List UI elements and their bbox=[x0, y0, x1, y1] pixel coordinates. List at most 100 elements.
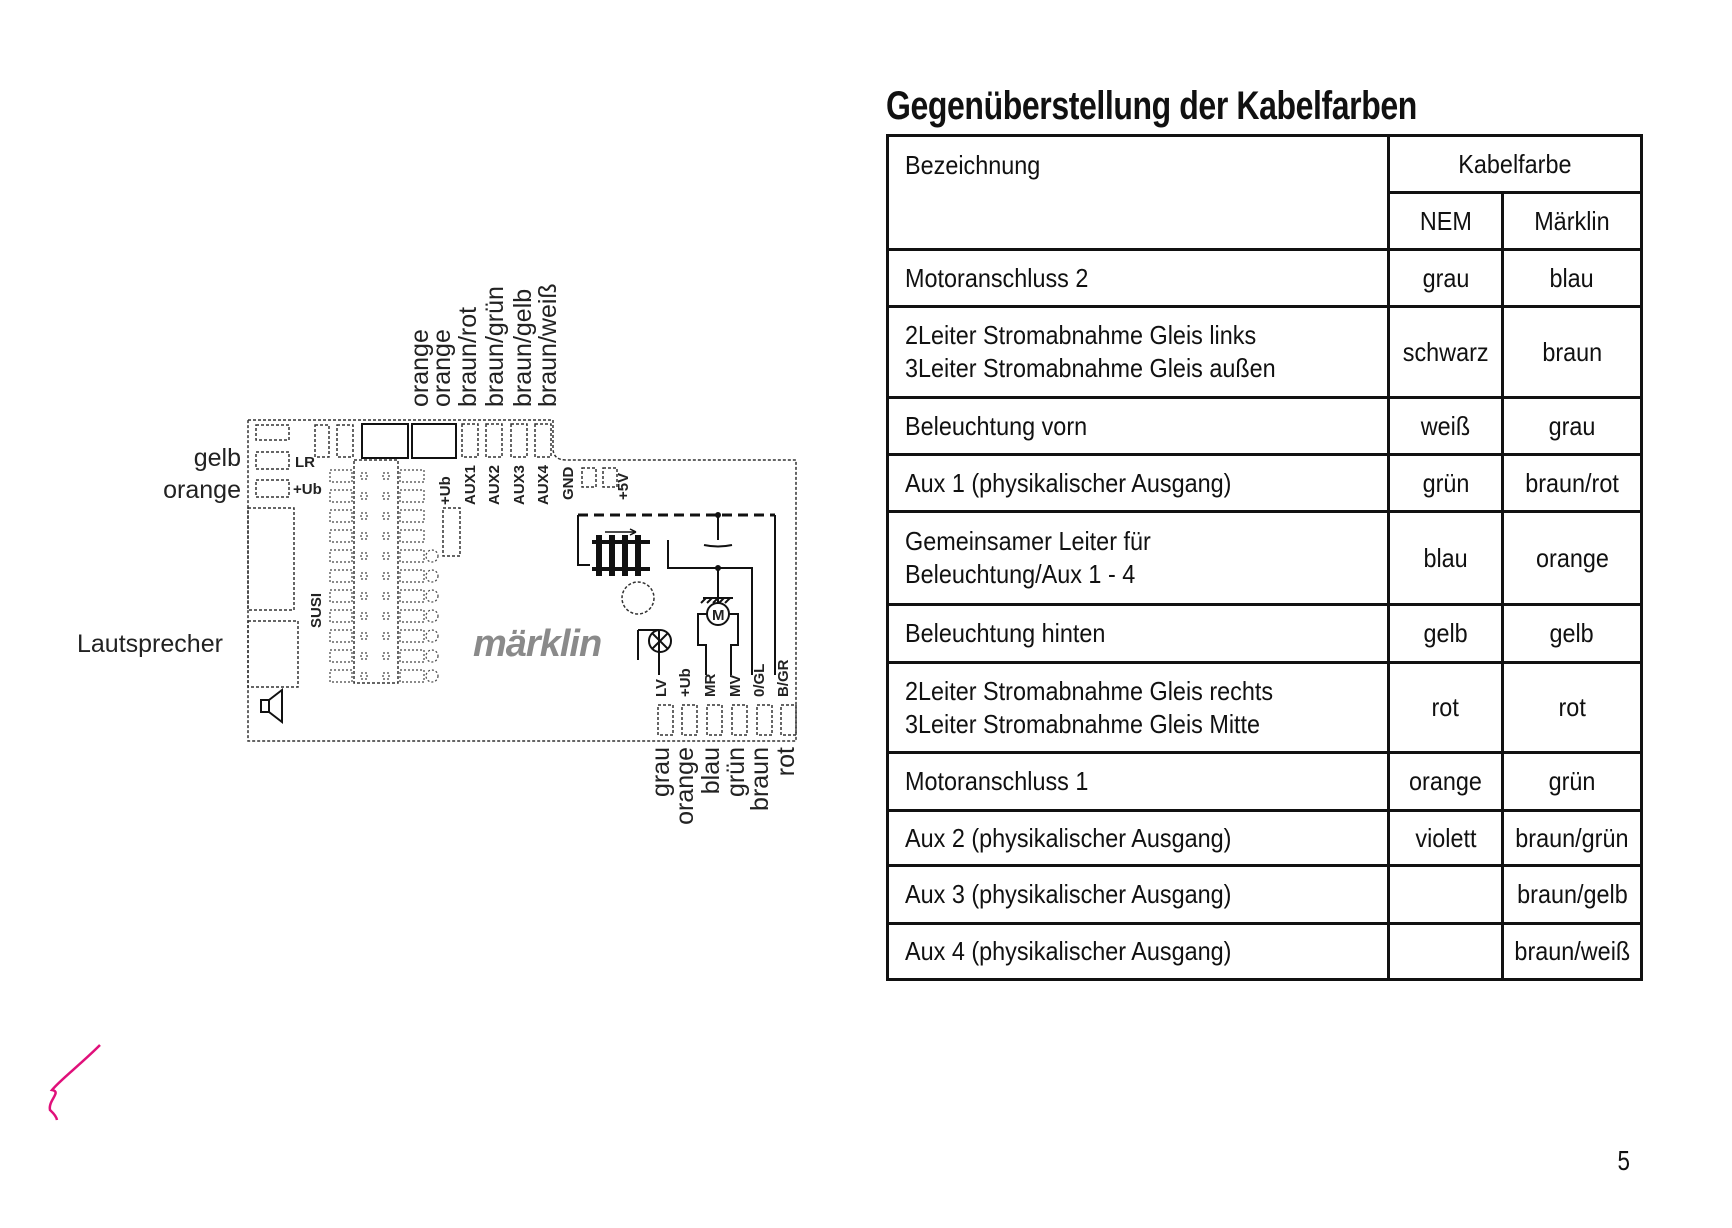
pad-5v bbox=[602, 467, 618, 488]
cable-color-table: Bezeichnung Kabelfarbe NEM Märklin Motor… bbox=[885, 134, 1643, 981]
v5-label: +5V bbox=[615, 473, 632, 500]
nem-color: rot bbox=[1431, 692, 1460, 722]
cell-bezeichnung: Motoranschluss 1 bbox=[885, 751, 1391, 812]
top-wire-label: braun/weiß bbox=[534, 283, 562, 407]
table-row: Aux 2 (physikalischer Ausgang) violett bra… bbox=[885, 809, 1643, 867]
aux-label: AUX2 bbox=[486, 465, 503, 505]
cell-nem: schwarz bbox=[1387, 305, 1505, 399]
cell-maerklin: braun bbox=[1501, 305, 1643, 399]
bottom-wire-label: rot bbox=[772, 747, 800, 776]
pad-aux2 bbox=[485, 423, 503, 458]
connector-strip bbox=[353, 459, 399, 684]
cell-maerklin: gelb bbox=[1501, 603, 1643, 664]
table-header-row: Bezeichnung Kabelfarbe bbox=[885, 134, 1643, 251]
cell-nem: rot bbox=[1387, 661, 1505, 754]
maerklin-color: braun/grün bbox=[1515, 822, 1629, 853]
header-maerklin-text: Märklin bbox=[1534, 205, 1610, 236]
maerklin-color: grau bbox=[1548, 410, 1596, 441]
pin-label: 0/GL bbox=[751, 664, 768, 697]
header-kabelfarbe: Kabelfarbe bbox=[1387, 134, 1643, 194]
maerklin-logo: märklin bbox=[473, 623, 601, 665]
header-kabelfarbe-text: Kabelfarbe bbox=[1458, 148, 1572, 179]
pin-label: MV bbox=[727, 675, 744, 698]
header-bezeichnung-text: Bezeichnung bbox=[905, 150, 1041, 180]
cell-maerklin: grau bbox=[1501, 396, 1643, 456]
cell-nem: violett bbox=[1387, 809, 1505, 867]
cell-maerklin: orange bbox=[1501, 510, 1643, 606]
label-orange: orange bbox=[163, 476, 241, 504]
cell-maerklin: grün bbox=[1501, 751, 1643, 812]
header-nem: NEM bbox=[1387, 191, 1505, 251]
header-nem-text: NEM bbox=[1419, 205, 1472, 236]
pad bbox=[442, 507, 461, 557]
bezeichnung-line: Motoranschluss 1 bbox=[905, 766, 1089, 796]
bezeichnung-line: Aux 2 (physikalischer Ausgang) bbox=[905, 822, 1232, 853]
susi-label: SUSI bbox=[308, 593, 325, 628]
page-number: 5 bbox=[1617, 1145, 1631, 1176]
nem-color: grau bbox=[1422, 262, 1470, 293]
bezeichnung-line: Aux 1 (physikalischer Ausgang) bbox=[905, 467, 1232, 498]
cell-maerklin: rot bbox=[1501, 661, 1643, 754]
pad bbox=[255, 424, 290, 441]
cell-maerklin: braun/rot bbox=[1501, 453, 1643, 513]
solder-block bbox=[411, 423, 457, 459]
top-wire-label: braun/rot bbox=[454, 307, 482, 407]
bottom-pads bbox=[657, 704, 797, 736]
table-subheader-row: NEM Märklin bbox=[888, 191, 1643, 251]
nem-color: gelb bbox=[1423, 618, 1468, 648]
cell-maerklin: blau bbox=[1501, 248, 1643, 308]
maerklin-color: braun/rot bbox=[1525, 467, 1619, 498]
pin-label: LV bbox=[653, 679, 670, 697]
maerklin-color: rot bbox=[1558, 692, 1586, 722]
pad-ub bbox=[255, 479, 290, 498]
pin-label: B/GR bbox=[775, 659, 792, 697]
top-wire-label: braun/gelb bbox=[509, 289, 537, 407]
maerklin-color: orange bbox=[1535, 542, 1609, 573]
nem-color: violett bbox=[1415, 822, 1477, 853]
pin-label: +Ub bbox=[677, 668, 694, 697]
pad bbox=[336, 424, 354, 458]
cell-maerklin: braun/grün bbox=[1501, 809, 1643, 867]
mounting-hole bbox=[621, 581, 655, 615]
bezeichnung-line: 3Leiter Stromabnahme Gleis Mitte bbox=[905, 708, 1261, 739]
pad-aux4 bbox=[534, 423, 552, 458]
header-maerklin: Märklin bbox=[1501, 191, 1643, 251]
top-wire-label: braun/grün bbox=[481, 286, 509, 407]
motor-label: M bbox=[712, 607, 725, 624]
speaker-icon bbox=[260, 687, 283, 725]
ub-top-label: +Ub bbox=[437, 476, 454, 505]
bezeichnung-line: 2Leiter Stromabnahme Gleis links bbox=[905, 320, 1257, 350]
cell-bezeichnung: Beleuchtung hinten bbox=[885, 603, 1391, 664]
bezeichnung-line: Beleuchtung hinten bbox=[905, 618, 1106, 648]
cell-bezeichnung: Motoranschluss 2 bbox=[885, 248, 1391, 308]
circuit-schematic bbox=[577, 513, 776, 675]
table-row: Beleuchtung hinten gelb gelb bbox=[885, 603, 1643, 664]
pad bbox=[314, 424, 330, 458]
maerklin-color: braun bbox=[1542, 336, 1602, 367]
cell-nem: orange bbox=[1387, 751, 1505, 812]
aux-label: AUX4 bbox=[535, 464, 552, 505]
gnd-label: GND bbox=[560, 467, 577, 501]
table-row: Aux 3 (physikalischer Ausgang)braun/gelb bbox=[885, 864, 1643, 925]
cell-maerklin: braun/weiß bbox=[1501, 922, 1643, 981]
bezeichnung-line: Motoranschluss 2 bbox=[905, 262, 1089, 293]
cell-bezeichnung: Aux 2 (physikalischer Ausgang) bbox=[885, 809, 1391, 867]
cell-nem: grau bbox=[1387, 248, 1505, 308]
bezeichnung-line: Aux 4 (physikalischer Ausgang) bbox=[905, 936, 1232, 966]
bottom-wire-label: braun bbox=[746, 747, 774, 811]
bezeichnung-line: Beleuchtung/Aux 1 - 4 bbox=[905, 559, 1136, 589]
page-title: Gegenüberstellung der Kabelfarben bbox=[886, 84, 1417, 128]
table-row: Motoranschluss 2 grau blau bbox=[885, 248, 1643, 308]
bezeichnung-line: Beleuchtung vorn bbox=[905, 410, 1088, 441]
table-row: Aux 4 (physikalischer Ausgang) braun/weiß bbox=[885, 922, 1643, 981]
bezeichnung-line: 3Leiter Stromabnahme Gleis außen bbox=[905, 353, 1276, 383]
maerklin-color: gelb bbox=[1549, 618, 1595, 648]
bottom-wire-label: blau bbox=[697, 747, 725, 794]
